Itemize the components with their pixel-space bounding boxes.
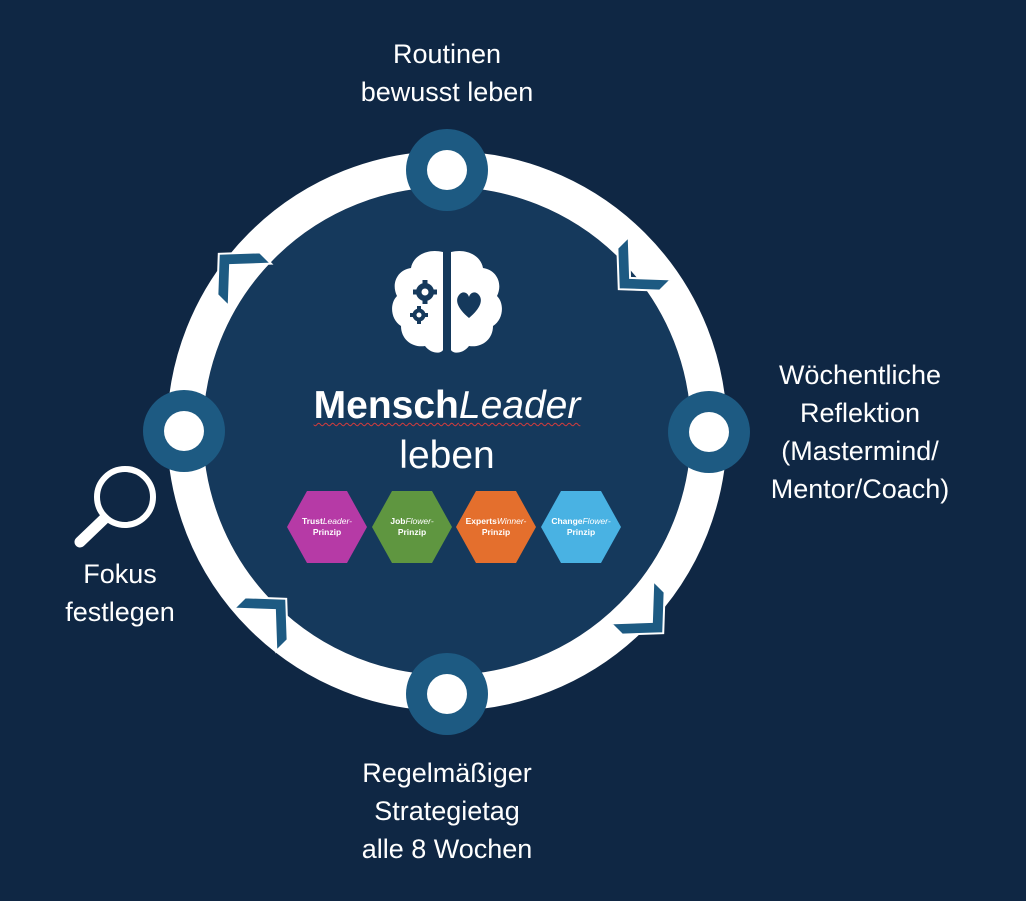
hex-change-bold: Change [551,516,583,526]
label-right-line2: Reflektion [799,398,921,428]
label-left-line2: festlegen [65,597,175,627]
label-left-line1: Fokus [83,559,157,589]
center-title: MenschLeader leben [262,382,632,482]
arrow-bottom-right [608,578,666,636]
label-right-line4: Mentor/Coach) [770,474,950,504]
hex-job-line2: Prinzip [397,527,427,537]
node-top [406,129,488,211]
label-top-line1: Routinen [392,39,502,69]
hex-trust-italic: Leader- [322,516,352,526]
label-bottom-line3: alle 8 Wochen [361,834,533,864]
label-fokus: Fokus festlegen [40,555,200,631]
label-routinen: Routinen bewusst leben [317,35,577,111]
arrow-top-left [216,251,274,309]
hex-experts-line2: Prinzip [481,527,511,537]
brain-gears-heart-icon [392,250,502,353]
hex-job-bold: Job [390,516,406,526]
node-left [143,390,225,472]
label-bottom-line1: Regelmäßiger [362,758,532,788]
label-right-line3: (Mastermind/ [781,436,939,466]
hex-change-italic: Flower- [582,516,611,526]
hex-trust-line2: Prinzip [312,527,342,537]
hex-job-flower: JobFlower-Prinzip [372,491,452,563]
arrow-bottom-left [231,596,289,654]
magnifier-icon [74,466,156,548]
label-top-line2: bewusst leben [360,77,534,107]
hex-experts-italic: Winner- [496,516,527,526]
node-right [668,391,750,473]
hex-trust-leader: TrustLeader-Prinzip [287,491,367,563]
hex-experts-bold: Experts [465,516,497,526]
title-italic: Leader [458,384,581,427]
title-subtitle: leben [399,434,495,477]
hex-job-italic: Flower- [405,516,434,526]
arrow-top-right [616,234,674,292]
label-reflektion: Wöchentliche Reflektion (Mastermind/ Men… [745,356,975,508]
title-mensch-leader: MenschLeader [262,382,632,430]
node-bottom [406,653,488,735]
title-bold: Mensch [313,384,459,427]
label-strategietag: Regelmäßiger Strategietag alle 8 Wochen [317,754,577,868]
label-bottom-line2: Strategietag [374,796,520,826]
label-right-line1: Wöchentliche [778,360,942,390]
hex-trust-bold: Trust [302,516,323,526]
hex-change-line2: Prinzip [566,527,596,537]
